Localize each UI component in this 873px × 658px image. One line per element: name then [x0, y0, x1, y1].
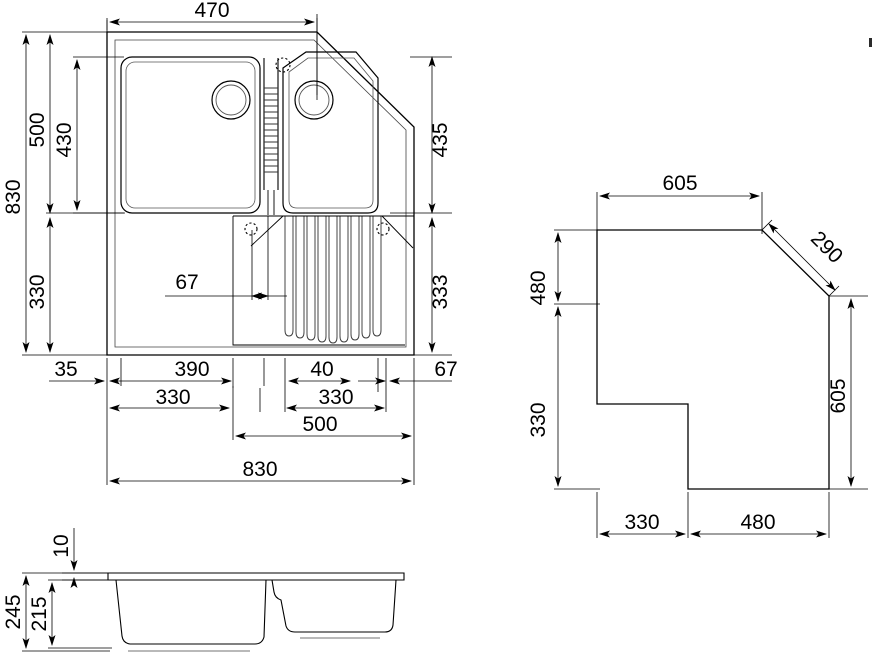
dim-290: 290 — [806, 227, 847, 268]
dimension-text-layer: 470 830 500 430 330 435 333 67 35 390 40… — [2, 0, 850, 632]
section-dimension-lines — [22, 528, 118, 652]
dim-245: 245 — [2, 594, 25, 629]
dim-430: 430 — [53, 122, 76, 157]
dim-500: 500 — [26, 112, 49, 147]
dim-830-width: 830 — [242, 458, 277, 481]
plan-left-bowl — [120, 56, 261, 214]
dim-330-cutout-bottom: 330 — [624, 511, 659, 534]
dim-330-bowl-right: 330 — [318, 386, 353, 409]
dim-500-drainer: 500 — [302, 413, 337, 436]
dim-830-height: 830 — [2, 179, 25, 214]
tap-hole-icon — [376, 222, 390, 236]
plan-dimension-lines — [22, 14, 452, 485]
dim-35: 35 — [54, 358, 77, 381]
dim-330-cutout-left: 330 — [527, 402, 550, 437]
right-waste-hole — [294, 80, 334, 120]
section-view-outline — [107, 572, 405, 652]
dim-470: 470 — [194, 0, 229, 22]
dim-330-left: 330 — [26, 274, 49, 309]
plan-right-bowl — [282, 51, 379, 214]
dim-67-groove: 67 — [175, 271, 198, 294]
dim-480-left: 480 — [527, 270, 550, 305]
dim-605-right: 605 — [827, 378, 850, 413]
plan-center-ribs — [263, 58, 279, 215]
dim-605-top: 605 — [662, 172, 697, 195]
dim-333: 333 — [429, 274, 452, 309]
left-waste-hole — [211, 80, 251, 120]
tap-hole-icon — [275, 57, 291, 73]
plan-view-sink-outline — [106, 31, 415, 356]
cutout-dimension-lines — [554, 192, 868, 538]
dim-67-right: 67 — [434, 358, 457, 381]
dim-390: 390 — [174, 358, 209, 381]
dim-40: 40 — [310, 358, 333, 381]
plan-tap-holes — [244, 57, 390, 236]
plan-drainer-frame — [232, 215, 414, 346]
plan-drainer-grooves — [284, 216, 382, 344]
tap-hole-icon — [244, 222, 258, 236]
dim-330-bowl-left: 330 — [155, 386, 190, 409]
cutout-view-outline — [596, 229, 830, 490]
dim-215: 215 — [28, 596, 51, 631]
edge-mark — [869, 38, 872, 47]
dim-435: 435 — [429, 122, 452, 157]
dim-10: 10 — [50, 534, 73, 557]
dim-480-bottom: 480 — [740, 511, 775, 534]
